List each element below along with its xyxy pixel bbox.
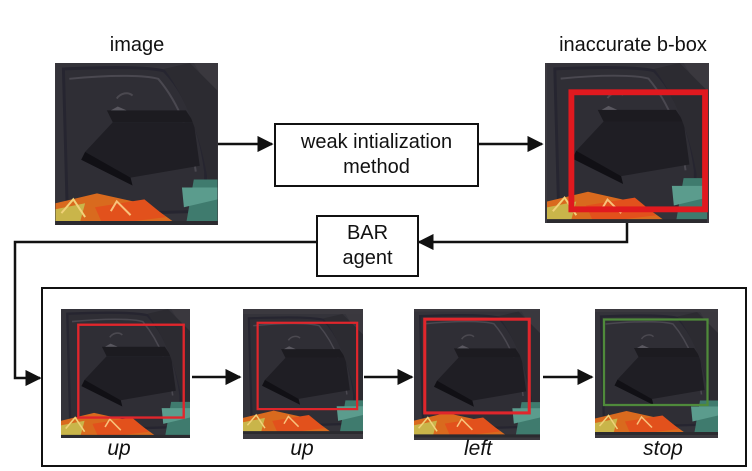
step-2-action: up	[290, 437, 314, 460]
step-2-image	[243, 309, 363, 439]
weak-initialization-method-box: weak intialization method	[274, 123, 479, 187]
step-1-bounding-box	[77, 323, 185, 419]
bar-agent-line-1: BAR	[346, 222, 389, 244]
weak-initialization-line-2: method	[343, 156, 410, 178]
step-3-bounding-box	[423, 317, 531, 415]
input-image	[55, 63, 218, 225]
inaccurate-bbox-image	[545, 63, 709, 223]
bar-agent-line-2: agent	[342, 247, 393, 269]
step-4-image	[595, 309, 718, 438]
arrow-inaccurate-to-agent	[417, 222, 629, 251]
step-1-action: up	[107, 437, 131, 460]
arrow-agent-to-steps	[13, 240, 316, 387]
step-1-image	[61, 309, 190, 438]
step-3-image	[414, 309, 540, 440]
step-3-action: left	[463, 437, 492, 460]
step-2-bounding-box	[256, 321, 359, 411]
step-4-action: stop	[643, 437, 683, 460]
step-sequence-frame	[41, 287, 747, 467]
inaccurate-bbox-label: inaccurate b-box	[559, 34, 707, 56]
step-4-bounding-box	[602, 318, 709, 407]
image-label: image	[109, 34, 165, 56]
weak-initialization-line-1: weak intialization	[300, 131, 453, 153]
bar-agent-box: BAR agent	[316, 215, 419, 277]
inaccurate-bounding-box	[568, 89, 708, 213]
